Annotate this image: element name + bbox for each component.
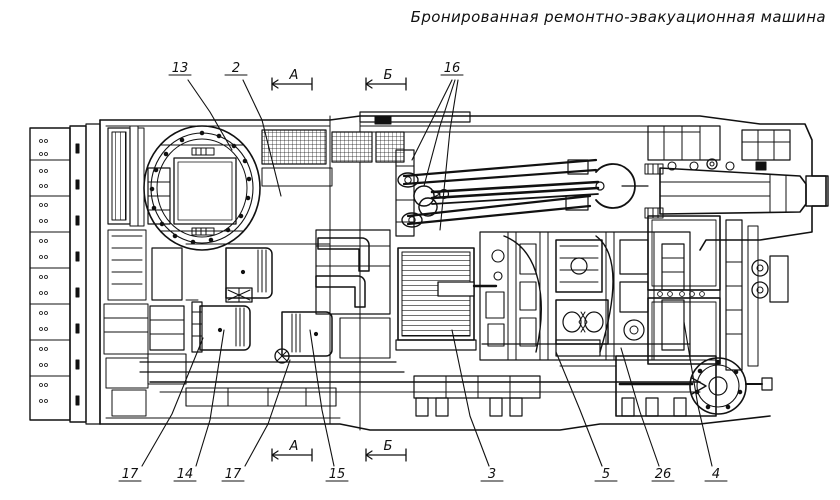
crane-boom-assembly <box>395 149 649 237</box>
sec-b-top-arrow <box>365 79 373 89</box>
callout-15: 15 <box>329 467 346 482</box>
sec-a-top-letter: А <box>289 68 299 83</box>
rear-spade-boom <box>644 163 829 219</box>
radiator-block <box>395 247 498 351</box>
leader-line <box>620 347 660 467</box>
drawing-title: Бронированная ремонтно-эвакуационная маш… <box>410 8 826 26</box>
leader-line <box>309 329 335 467</box>
callout-17: 17 <box>122 467 139 482</box>
engine-compartment <box>479 231 691 361</box>
callout-14: 14 <box>177 467 194 482</box>
seat <box>225 247 273 299</box>
sec-b-bottom-arrow <box>365 450 373 460</box>
sec-b-bottom-letter: Б <box>384 439 393 454</box>
callout-3: 3 <box>488 467 496 482</box>
callout-4: 4 <box>712 467 720 482</box>
callout-5: 5 <box>602 467 610 482</box>
sec-a-bottom-letter: А <box>289 439 299 454</box>
crew-bay-structure <box>147 229 391 385</box>
seat <box>281 311 333 357</box>
stowage-boxes-right <box>647 215 789 371</box>
leader-line <box>555 351 603 467</box>
dozer-blade-left <box>29 123 101 425</box>
leader-line <box>439 79 459 231</box>
leader-line <box>187 79 233 151</box>
upper-deck-grates <box>261 111 701 187</box>
leader-line <box>195 329 225 467</box>
leader-line <box>423 79 456 187</box>
leader-line <box>141 337 204 467</box>
sec-a-top-arrow <box>271 79 279 89</box>
turret-ring <box>143 125 261 251</box>
callout-13: 13 <box>172 61 189 76</box>
rear-deck-detail <box>647 125 791 171</box>
callout-16: 16 <box>444 61 461 76</box>
leader-line <box>683 321 713 467</box>
seat <box>315 275 366 308</box>
crew-compartment-seats <box>191 237 370 364</box>
winch-drum <box>615 355 773 417</box>
sec-a-bottom-arrow <box>271 450 279 460</box>
leader-line <box>244 359 291 467</box>
leader-line <box>411 79 453 161</box>
leader-line <box>242 79 282 197</box>
sec-b-top-letter: Б <box>384 68 393 83</box>
callout-17: 17 <box>225 467 242 482</box>
callout-2: 2 <box>232 61 240 76</box>
front-deck-panels <box>103 125 149 417</box>
leader-line <box>451 329 490 467</box>
callout-26: 26 <box>655 467 672 482</box>
track-skirt-band <box>139 339 701 417</box>
